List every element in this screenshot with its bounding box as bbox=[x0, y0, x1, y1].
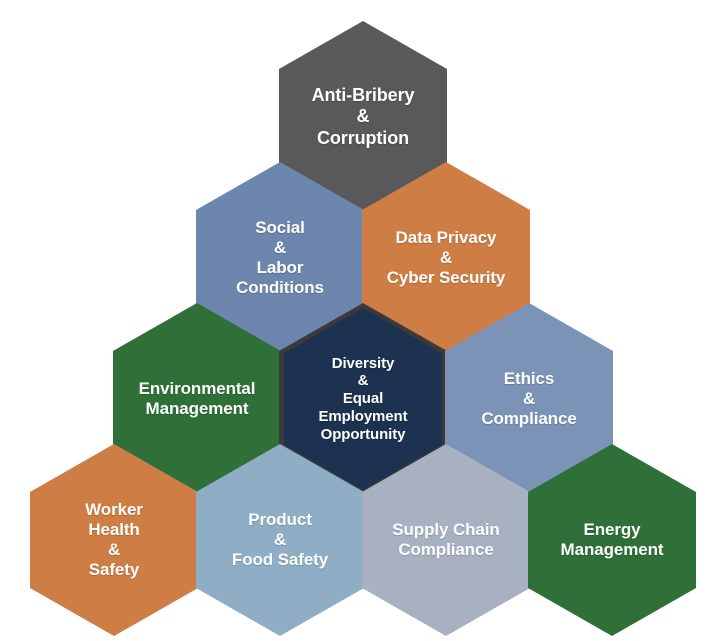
hex-label-diversity-equal-employment-opportunity: Diversity & Equal Employment Opportunity bbox=[318, 354, 408, 443]
hex-label-anti-bribery-corruption: Anti-Bribery & Corruption bbox=[311, 85, 415, 148]
hex-label-data-privacy-cyber-security: Data Privacy & Cyber Security bbox=[386, 227, 506, 288]
hex-label-social-labor-conditions: Social & Labor Conditions bbox=[236, 217, 324, 298]
hex-label-worker-health-safety: Worker Health & Safety bbox=[85, 499, 143, 580]
hex-label-environmental-management: Environmental Management bbox=[138, 378, 256, 418]
hex-label-product-food-safety: Product & Food Safety bbox=[231, 509, 329, 570]
hex-label-energy-management: Energy Management bbox=[560, 519, 664, 559]
hex-label-ethics-compliance: Ethics & Compliance bbox=[481, 368, 577, 429]
hex-label-supply-chain-compliance: Supply Chain Compliance bbox=[392, 519, 500, 559]
